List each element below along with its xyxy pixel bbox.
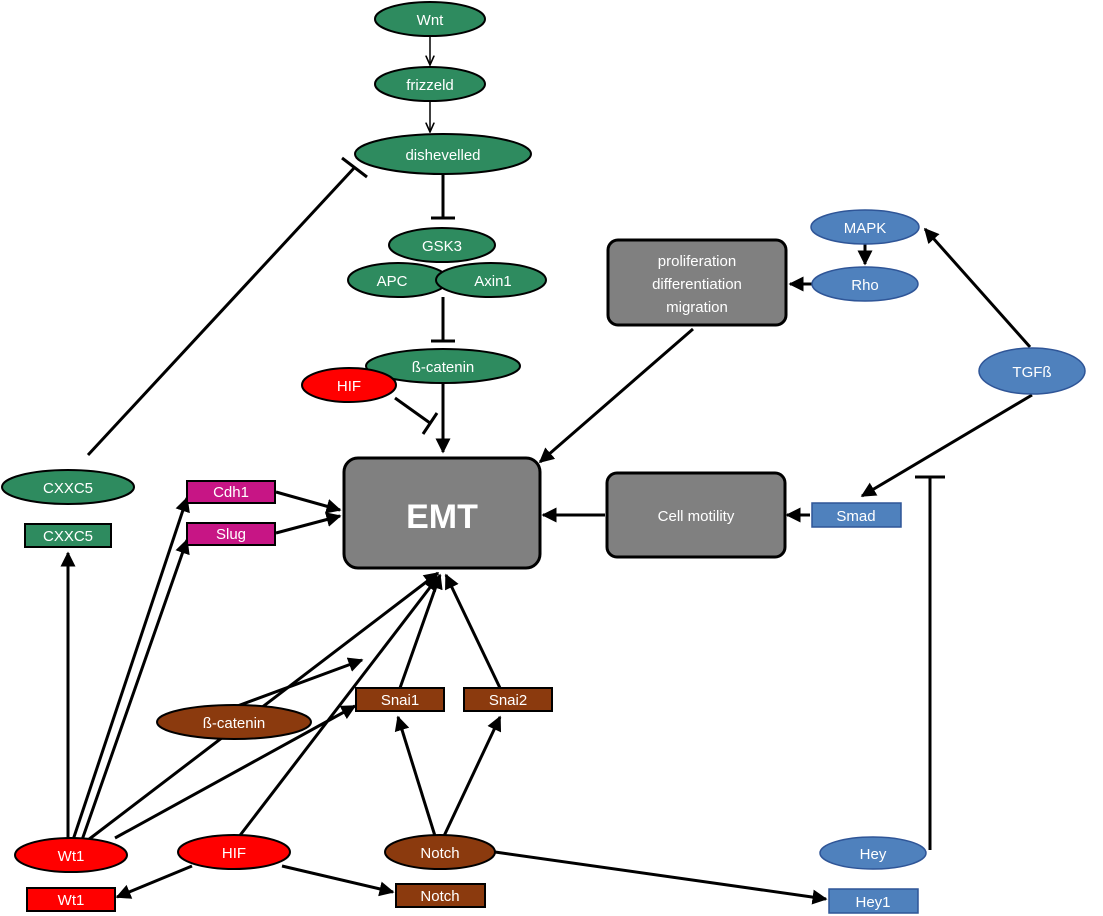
edge-cdh1-emt	[275, 490, 342, 514]
node-tgfb: TGFß	[978, 347, 1086, 395]
node-hif-low: HIF	[177, 834, 291, 870]
node-proliferation-line2: differentiation	[652, 276, 742, 293]
edge-cxxc5-inhibits-dishevelled	[86, 165, 357, 457]
node-notch-rect: Notch	[395, 883, 486, 908]
node-gsk3-label: GSK3	[422, 238, 462, 255]
node-notch-rect-label: Notch	[420, 888, 459, 905]
node-beta-catenin-top-label: ß-catenin	[412, 359, 475, 376]
edge-wt1-cdh1	[71, 496, 190, 841]
edge-notch-snai1	[394, 715, 437, 837]
edge-proliferation-emt	[538, 327, 694, 464]
node-wt1-ellipse-label: Wt1	[58, 848, 85, 865]
edge-catenin-snai1	[231, 657, 364, 710]
node-notch-ellipse-label: Notch	[420, 845, 459, 862]
node-cdh1: Cdh1	[186, 480, 276, 504]
node-hey1-label: Hey1	[855, 894, 890, 911]
node-cdh1-label: Cdh1	[213, 484, 249, 501]
node-apc: APC	[347, 262, 449, 298]
edge-snai2-emt	[444, 573, 502, 689]
node-snai1-label: Snai1	[381, 692, 419, 709]
node-beta-catenin-top: ß-catenin	[365, 348, 521, 384]
node-axin1-label: Axin1	[474, 273, 512, 290]
node-mapk-label: MAPK	[844, 220, 887, 237]
node-rho-label: Rho	[851, 277, 879, 294]
node-hif-low-label: HIF	[222, 845, 246, 862]
edge-tgfb-smad	[860, 393, 1033, 498]
node-snai1: Snai1	[355, 687, 445, 712]
node-slug-label: Slug	[216, 526, 246, 543]
node-smad: Smad	[811, 502, 902, 528]
node-wt1-rect: Wt1	[26, 887, 116, 912]
node-mapk: MAPK	[810, 209, 920, 245]
edge-snai1-emt	[398, 573, 443, 689]
edge-hif-inhibits	[394, 396, 431, 425]
node-snai2: Snai2	[463, 687, 553, 712]
node-rho: Rho	[811, 266, 919, 302]
node-hey-label: Hey	[860, 846, 887, 863]
node-dishevelled-label: dishevelled	[405, 147, 480, 164]
node-cxxc5-ellipse-label: CXXC5	[43, 480, 93, 497]
node-apc-label: APC	[377, 273, 408, 290]
node-wnt-label: Wnt	[417, 12, 445, 29]
edges	[60, 36, 1033, 905]
edge-notch-snai2	[442, 715, 502, 837]
node-proliferation: proliferation differentiation migration	[606, 238, 788, 327]
node-cxxc5-ellipse: CXXC5	[1, 469, 135, 505]
node-cxxc5-rect: CXXC5	[24, 523, 112, 548]
edge-wt1-snai1	[114, 704, 357, 840]
edge-wt1-slug	[80, 538, 190, 841]
node-tgfb-label: TGFß	[1012, 364, 1051, 381]
edge-hif-notch	[281, 864, 395, 897]
edge-hif-emt	[236, 575, 440, 839]
node-axin1: Axin1	[435, 262, 547, 298]
node-dishevelled: dishevelled	[354, 133, 532, 175]
node-frizzeld-label: frizzeld	[406, 77, 454, 94]
node-slug: Slug	[186, 522, 276, 546]
node-hif-top: HIF	[301, 367, 397, 403]
node-smad-label: Smad	[836, 508, 875, 525]
node-beta-catenin-low: ß-catenin	[156, 704, 312, 740]
edge-inhibit-bar-hif	[421, 412, 439, 435]
edge-tgfb-mapk	[923, 227, 1032, 348]
node-cell-motility-label: Cell motility	[658, 508, 735, 525]
edge-slug-emt	[275, 512, 342, 535]
node-snai2-label: Snai2	[489, 692, 527, 709]
node-wt1-ellipse: Wt1	[14, 837, 128, 873]
node-hey: Hey	[819, 836, 927, 870]
edge-hif-wt1	[115, 864, 193, 899]
node-hey1: Hey1	[828, 888, 919, 914]
edge-notch-hey1	[494, 850, 828, 905]
node-wt1-rect-label: Wt1	[58, 892, 85, 909]
node-notch-ellipse: Notch	[384, 834, 496, 870]
edge-inhibit-bar-dishevelled	[341, 156, 368, 179]
node-frizzeld: frizzeld	[374, 66, 486, 102]
node-emt-label: EMT	[406, 498, 478, 536]
node-proliferation-line3: migration	[666, 299, 728, 316]
node-gsk3: GSK3	[388, 227, 496, 263]
node-proliferation-line1: proliferation	[658, 253, 736, 270]
node-hif-top-label: HIF	[337, 378, 361, 395]
node-cell-motility: Cell motility	[605, 471, 787, 559]
node-emt: EMT	[342, 456, 542, 570]
node-wnt: Wnt	[374, 1, 486, 37]
node-beta-catenin-low-label: ß-catenin	[203, 715, 266, 732]
node-cxxc5-rect-label: CXXC5	[43, 528, 93, 545]
